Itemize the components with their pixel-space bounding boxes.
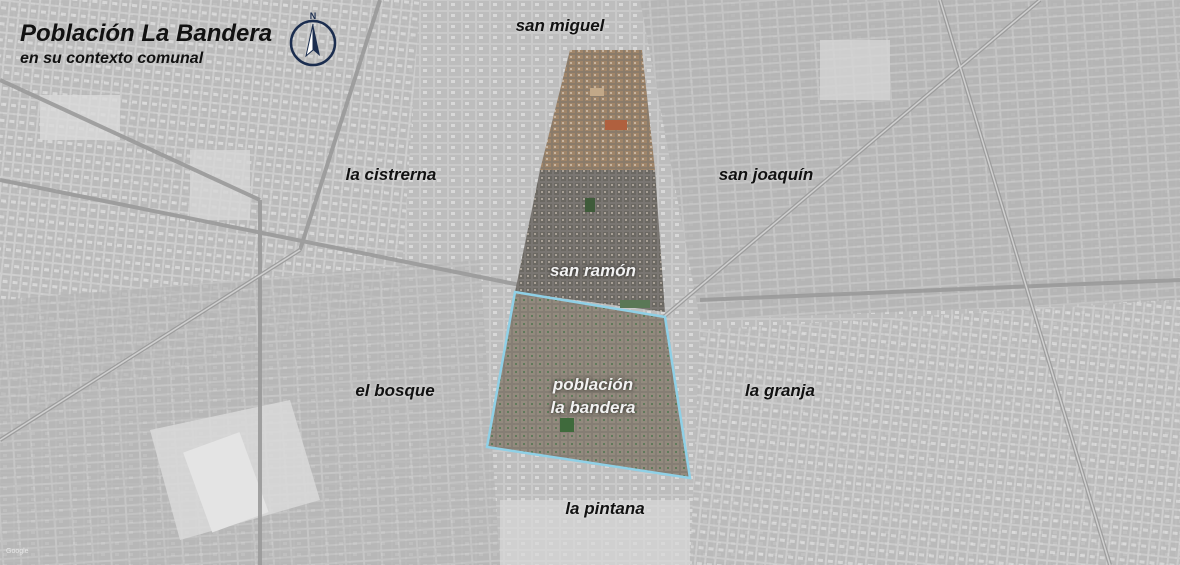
north-arrow-icon: N <box>287 12 339 68</box>
map-credit: Google <box>6 548 29 555</box>
compass-letter: N <box>309 11 317 21</box>
label-la-bandera: la bandera <box>550 398 636 417</box>
label-la-pintana: la pintana <box>565 499 645 518</box>
san-ramon-area <box>515 170 665 312</box>
label-el-bosque: el bosque <box>355 381 435 400</box>
label-san-miguel: san miguel <box>515 16 605 35</box>
map-subtitle: en su contexto comunal <box>20 50 204 67</box>
label-poblacion: población <box>552 375 634 394</box>
la-bandera-area <box>487 292 690 478</box>
label-la-granja: la granja <box>745 381 815 400</box>
label-la-cistrerna: la cistrerna <box>345 165 437 184</box>
label-san-joaquin: san joaquín <box>718 165 814 184</box>
la-bandera-outline <box>485 290 692 480</box>
san-ramon-north-area <box>540 50 655 170</box>
map-title: Población La Bandera <box>20 20 273 47</box>
label-san-ramon: san ramón <box>550 261 636 280</box>
